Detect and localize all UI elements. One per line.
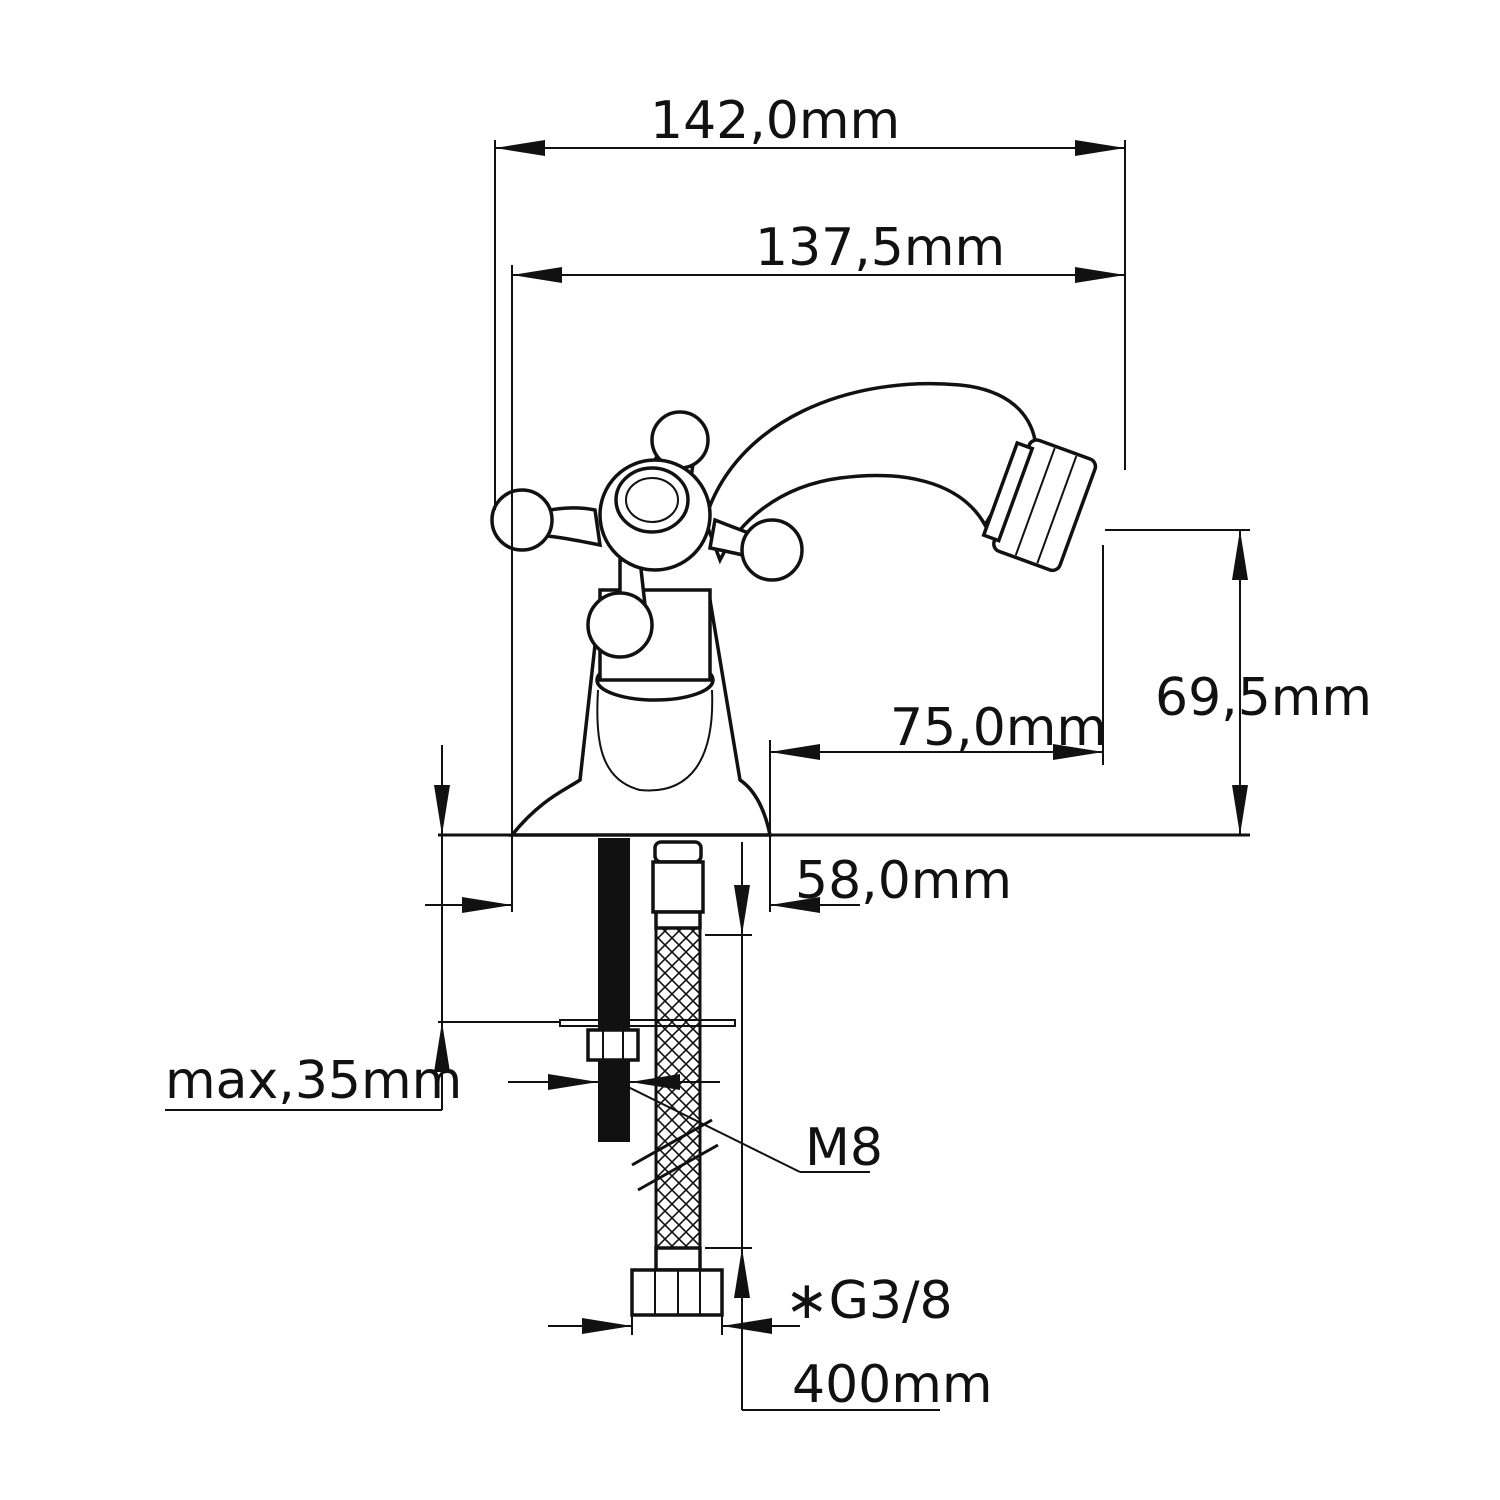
aerator: [981, 438, 1098, 573]
washer-plate: [559, 1019, 736, 1027]
cross-handle: [490, 410, 804, 659]
label-spout-reach: 75,0mm: [890, 698, 1107, 758]
threaded-stud: [598, 838, 630, 1142]
label-max-thickness: max,35mm: [165, 1051, 462, 1111]
dim-max-thickness: max,35mm: [165, 745, 560, 1111]
label-thread: M8: [805, 1118, 883, 1178]
label-base-diameter: 58,0mm: [795, 851, 1012, 911]
dim-spout-width: 137,5mm: [511, 218, 1125, 835]
dim-spout-height: 69,5mm: [1105, 529, 1372, 835]
dim-spout-reach: 75,0mm: [769, 545, 1107, 912]
braided-hose: [630, 840, 724, 1317]
dim-overall-width: 142,0mm: [494, 91, 1126, 510]
faucet-body: [490, 381, 1098, 837]
hex-nut: [586, 1028, 640, 1062]
dim-connection: ∗G3/8: [548, 1271, 953, 1335]
label-overall-width: 142,0mm: [650, 91, 900, 151]
label-hose-length: 400mm: [792, 1355, 993, 1415]
dim-hose-length: 400mm: [705, 842, 993, 1415]
label-spout-width: 137,5mm: [755, 218, 1005, 278]
label-spout-height: 69,5mm: [1155, 668, 1372, 728]
label-connection: ∗G3/8: [785, 1271, 953, 1331]
dim-base-diameter: 58,0mm: [425, 835, 1012, 913]
dim-thread: M8: [508, 1074, 883, 1178]
